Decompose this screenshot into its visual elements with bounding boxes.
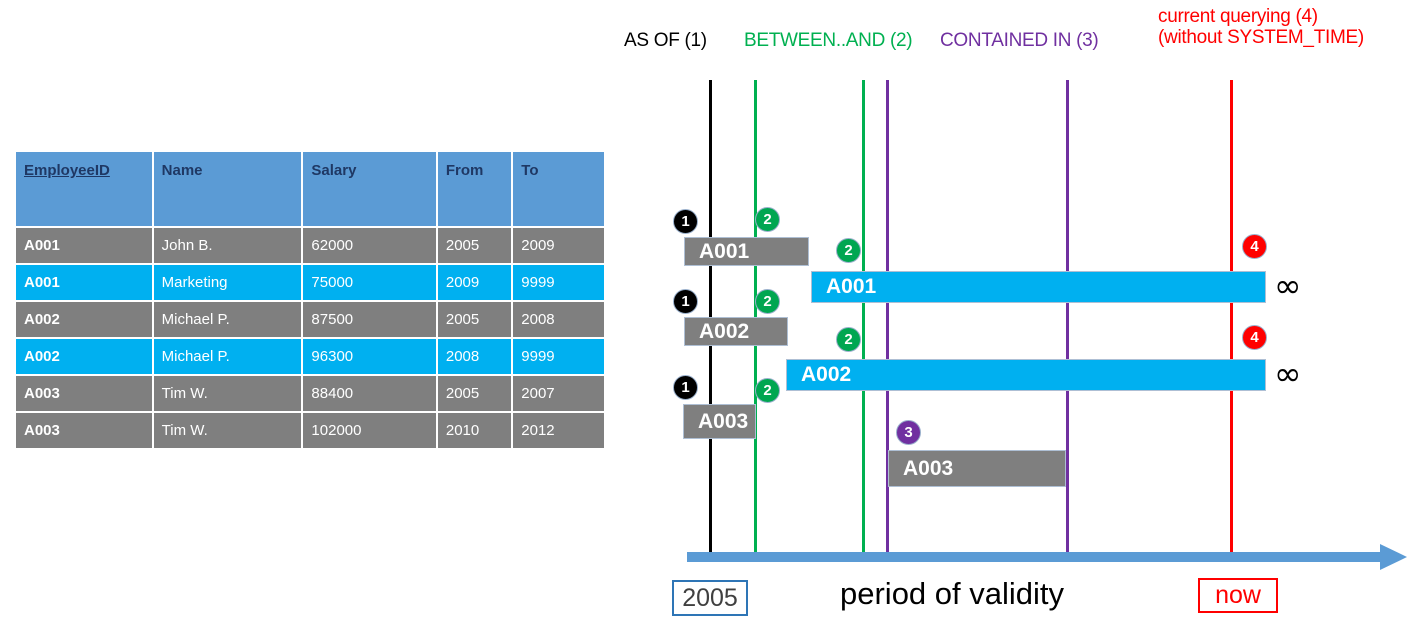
infinity-icon-a002: ∞	[1274, 354, 1302, 393]
cell-employeeid: A002	[16, 302, 152, 337]
legend-current-line1: current querying (4)	[1158, 6, 1318, 27]
cell-to: 2012	[513, 413, 604, 448]
badge-as-of-a002: 1	[673, 289, 698, 314]
cell-from: 2008	[437, 339, 512, 374]
infinity-icon-a001: ∞	[1274, 266, 1302, 305]
time-axis-line	[687, 552, 1387, 562]
badge-current-a002: 4	[1242, 325, 1267, 350]
column-header-employeeid: EmployeeID	[16, 152, 152, 226]
badge-between-a002-right: 2	[836, 327, 861, 352]
bar-a001-current: A001	[811, 271, 1266, 303]
legend-contained-in: CONTAINED IN (3)	[940, 30, 1099, 51]
cell-name: Tim W.	[153, 376, 302, 411]
cell-to: 9999	[513, 339, 604, 374]
cell-from: 2005	[437, 376, 512, 411]
table-header-row: EmployeeID Name Salary From To	[16, 152, 604, 226]
bar-a001-historical: A001	[684, 237, 809, 266]
table-row: A002 Michael P. 96300 2008 9999	[16, 339, 604, 374]
employee-history-table: EmployeeID Name Salary From To A001 John…	[14, 150, 606, 450]
column-header-from: From	[437, 152, 512, 226]
cell-employeeid: A001	[16, 265, 152, 300]
table-body: A001 John B. 62000 2005 2009 A001 Market…	[16, 228, 604, 448]
cell-salary: 87500	[303, 302, 436, 337]
badge-between-a002-left: 2	[755, 289, 780, 314]
legend-between-and: BETWEEN..AND (2)	[744, 30, 913, 51]
column-header-name: Name	[153, 152, 302, 226]
column-header-to: To	[513, 152, 604, 226]
cell-name: Marketing	[153, 265, 302, 300]
badge-as-of-a003: 1	[673, 375, 698, 400]
cell-name: Tim W.	[153, 413, 302, 448]
cell-from: 2010	[437, 413, 512, 448]
column-header-employeeid-label: EmployeeID	[24, 162, 110, 179]
cell-from: 2009	[437, 265, 512, 300]
badge-as-of-a001: 1	[673, 209, 698, 234]
legend-current-line2: (without SYSTEM_TIME)	[1158, 27, 1364, 49]
time-axis-arrow-icon	[1380, 544, 1407, 570]
query-line-now	[1230, 80, 1233, 562]
cell-employeeid: A001	[16, 228, 152, 263]
cell-salary: 75000	[303, 265, 436, 300]
cell-name: Michael P.	[153, 302, 302, 337]
cell-to: 2007	[513, 376, 604, 411]
axis-title: period of validity	[840, 576, 1065, 611]
table-head: EmployeeID Name Salary From To	[16, 152, 604, 226]
badge-between-a001-left: 2	[755, 207, 780, 232]
query-line-contained-end	[1066, 80, 1069, 562]
cell-employeeid: A003	[16, 413, 152, 448]
table-row: A003 Tim W. 88400 2005 2007	[16, 376, 604, 411]
table-row: A003 Tim W. 102000 2010 2012	[16, 413, 604, 448]
badge-contained-a003: 3	[896, 420, 921, 445]
axis-now-label: now	[1198, 578, 1278, 613]
query-line-contained-start	[886, 80, 889, 562]
cell-to: 9999	[513, 265, 604, 300]
cell-from: 2005	[437, 228, 512, 263]
badge-between-a001-right: 2	[836, 238, 861, 263]
axis-start-label: 2005	[672, 580, 748, 616]
legend-current-querying: current querying (4) (without SYSTEM_TIM…	[1158, 6, 1364, 49]
cell-salary: 88400	[303, 376, 436, 411]
bar-a003-historical: A003	[683, 404, 756, 439]
bar-a003-second: A003	[888, 450, 1066, 487]
bar-a002-current: A002	[786, 359, 1266, 391]
cell-name: John B.	[153, 228, 302, 263]
query-line-between-end	[862, 80, 865, 562]
legend-as-of: AS OF (1)	[624, 30, 707, 51]
cell-salary: 102000	[303, 413, 436, 448]
cell-salary: 62000	[303, 228, 436, 263]
cell-salary: 96300	[303, 339, 436, 374]
table-row: A001 Marketing 75000 2009 9999	[16, 265, 604, 300]
cell-employeeid: A003	[16, 376, 152, 411]
column-header-salary: Salary	[303, 152, 436, 226]
table-row: A002 Michael P. 87500 2005 2008	[16, 302, 604, 337]
badge-between-a003: 2	[755, 378, 780, 403]
cell-to: 2009	[513, 228, 604, 263]
table-row: A001 John B. 62000 2005 2009	[16, 228, 604, 263]
cell-employeeid: A002	[16, 339, 152, 374]
badge-current-a001: 4	[1242, 234, 1267, 259]
bar-a002-historical: A002	[684, 317, 788, 346]
cell-to: 2008	[513, 302, 604, 337]
cell-name: Michael P.	[153, 339, 302, 374]
cell-from: 2005	[437, 302, 512, 337]
